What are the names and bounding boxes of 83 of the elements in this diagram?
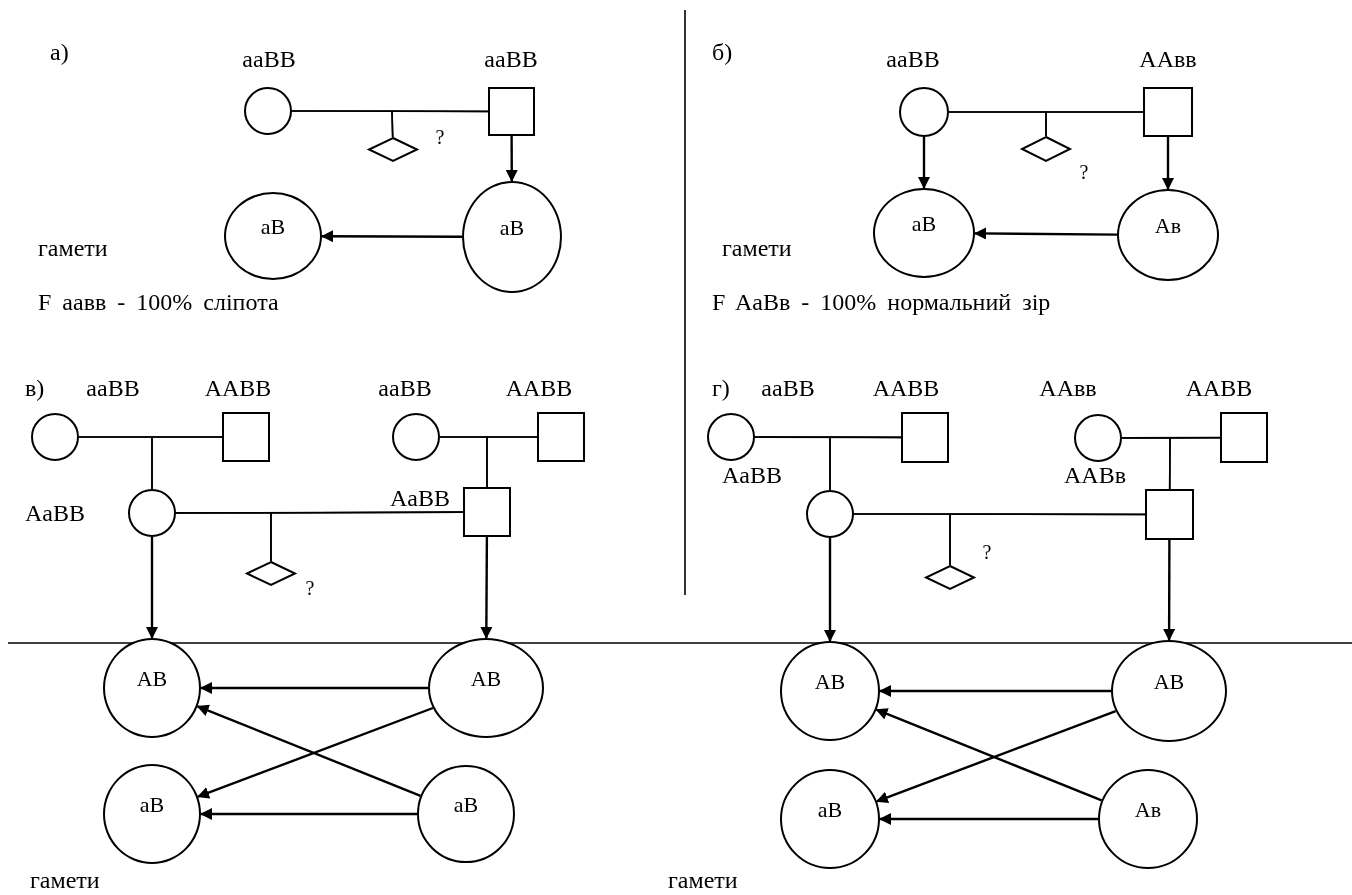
female-symbol xyxy=(707,413,755,461)
arrow xyxy=(1163,540,1176,641)
pedigree-line xyxy=(151,436,223,490)
male-symbol xyxy=(1145,489,1194,540)
arrow xyxy=(1162,137,1174,190)
genotype-label: AABв xyxy=(1064,463,1126,487)
female-symbol xyxy=(806,490,854,538)
gametes-label: гамети xyxy=(668,868,738,892)
genotype-text: aB xyxy=(817,799,843,821)
male-symbol xyxy=(901,412,949,463)
panel-letter: б) xyxy=(712,40,733,64)
pedigree-line xyxy=(1045,111,1144,137)
arrow xyxy=(321,230,462,243)
pedigree-line xyxy=(486,436,538,488)
arrow xyxy=(918,137,930,189)
arrow xyxy=(146,537,158,639)
arrow xyxy=(200,682,428,694)
genotype-label: AAвв xyxy=(1139,47,1197,71)
offspring-diamond xyxy=(925,565,975,590)
genotype-label: aaBB xyxy=(242,47,296,71)
offspring-result: F AaBв - 100% нормальний зір xyxy=(712,290,1051,314)
male-symbol xyxy=(222,412,270,462)
genotype-label: aaBB xyxy=(86,376,140,400)
gametes-label: гамети xyxy=(38,236,108,260)
genotype-text: aB xyxy=(499,217,525,239)
arrow xyxy=(879,813,1098,825)
pedigree-line xyxy=(949,513,1146,566)
male-symbol xyxy=(537,412,585,462)
male-symbol xyxy=(463,487,511,537)
question-mark: ? xyxy=(1079,162,1089,182)
offspring-diamond xyxy=(246,561,296,586)
arrow xyxy=(505,136,518,182)
offspring-diamond xyxy=(1021,136,1071,162)
genotype-label: aaBB xyxy=(886,47,940,71)
offspring-diamond xyxy=(368,137,418,162)
male-symbol xyxy=(1143,87,1193,137)
gametes-label: гамети xyxy=(722,236,792,260)
arrow xyxy=(879,685,1111,697)
genotype-label: AABB xyxy=(505,376,573,400)
female-symbol xyxy=(899,87,949,137)
female-symbol xyxy=(31,413,79,461)
genotype-text: AB xyxy=(136,668,168,690)
genotype-text: AB xyxy=(1153,671,1185,693)
genotype-text: aB xyxy=(911,213,937,235)
pedigree-line xyxy=(391,110,489,138)
question-mark: ? xyxy=(982,542,992,562)
genotype-label: aaBB xyxy=(484,47,538,71)
panel-letter: в) xyxy=(25,376,45,400)
genotype-label: aaBB xyxy=(378,376,432,400)
panel-letter: а) xyxy=(50,40,69,64)
genotype-text: Aв xyxy=(1134,799,1162,821)
female-symbol xyxy=(392,413,440,461)
female-symbol xyxy=(1074,414,1122,462)
pedigree-line xyxy=(1168,436,1221,490)
genotype-label: AABB xyxy=(872,376,940,400)
genotype-label: AABB xyxy=(1185,376,1253,400)
genotype-label: AAвв xyxy=(1039,376,1097,400)
offspring-result: F аавв - 100% сліпота xyxy=(38,290,279,314)
genotype-label: AABB xyxy=(204,376,272,400)
arrow xyxy=(480,537,493,639)
genotype-label: aaBB xyxy=(761,376,815,400)
genotype-text: aB xyxy=(260,216,286,238)
female-symbol xyxy=(128,489,176,537)
question-mark: ? xyxy=(435,127,445,147)
genotype-text: aB xyxy=(453,794,479,816)
arrow xyxy=(824,538,836,642)
genotype-label: AaBB xyxy=(390,486,450,510)
male-symbol xyxy=(488,87,535,136)
pedigree-line xyxy=(270,511,464,562)
pedigree-line xyxy=(829,436,902,491)
genotype-text: AB xyxy=(470,668,502,690)
question-mark: ? xyxy=(305,578,315,598)
genotype-text: AB xyxy=(814,671,846,693)
genotype-text: aB xyxy=(139,794,165,816)
panel-letter: г) xyxy=(712,376,730,400)
genotype-text: Aв xyxy=(1154,215,1182,237)
genotype-label: AaBB xyxy=(25,501,85,525)
male-symbol xyxy=(1220,412,1268,463)
arrow xyxy=(200,808,417,820)
genotype-label: AaBB xyxy=(722,463,782,487)
gametes-label: гамети xyxy=(30,868,100,892)
arrow xyxy=(974,227,1117,240)
female-symbol xyxy=(244,87,292,135)
